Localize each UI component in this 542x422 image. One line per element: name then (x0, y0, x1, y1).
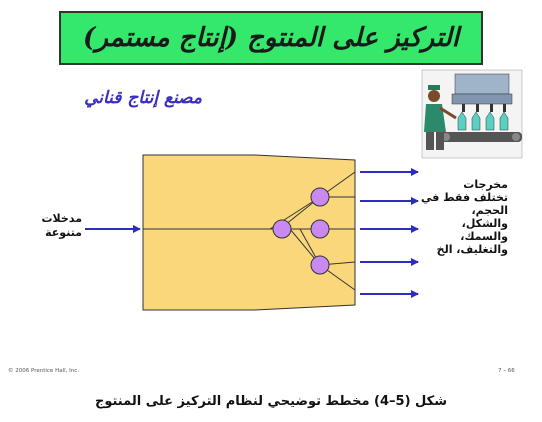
outputs-label-line: والشكل، (461, 217, 508, 230)
process-node (310, 255, 330, 275)
factory-worker-clipart (421, 69, 523, 159)
outputs-label-line: الحجم، (471, 204, 508, 217)
page-title: التركيز على المنتوج (إنتاج مستمر) (83, 23, 459, 53)
outputs-label-line: والسمك، (460, 230, 508, 243)
inputs-label-line: متنوعة (45, 226, 82, 239)
funnel-shape (142, 154, 356, 311)
outputs-label-line: تختلف فقط في (420, 191, 508, 204)
inputs-label: مدخلات متنوعة (22, 212, 83, 240)
title-banner: التركيز على المنتوج (إنتاج مستمر) (60, 12, 482, 64)
slide: التركيز على المنتوج (إنتاج مستمر) مصنع إ… (8, 12, 523, 374)
subtitle: مصنع إنتاج قناني (84, 88, 202, 108)
process-diagram (85, 69, 523, 311)
process-node (272, 219, 292, 239)
outputs-label-line: مخرجات (463, 178, 508, 191)
slide-page-number: 7 – 66 (498, 368, 515, 374)
outputs-label: مخرجات تختلف فقط في الحجم، والشكل، والسم… (420, 178, 508, 256)
copyright-credit: © 2006 Prentice Hall, Inc. (8, 368, 80, 374)
outputs-label-line: والتغليف، الخ (436, 243, 508, 256)
figure-caption: شكل (5–4) مخطط توضيحي لنظام التركيز على … (94, 394, 447, 409)
process-node (310, 219, 330, 239)
process-node (310, 187, 330, 207)
inputs-label-line: مدخلات (41, 212, 83, 225)
output-arrows (360, 168, 419, 298)
